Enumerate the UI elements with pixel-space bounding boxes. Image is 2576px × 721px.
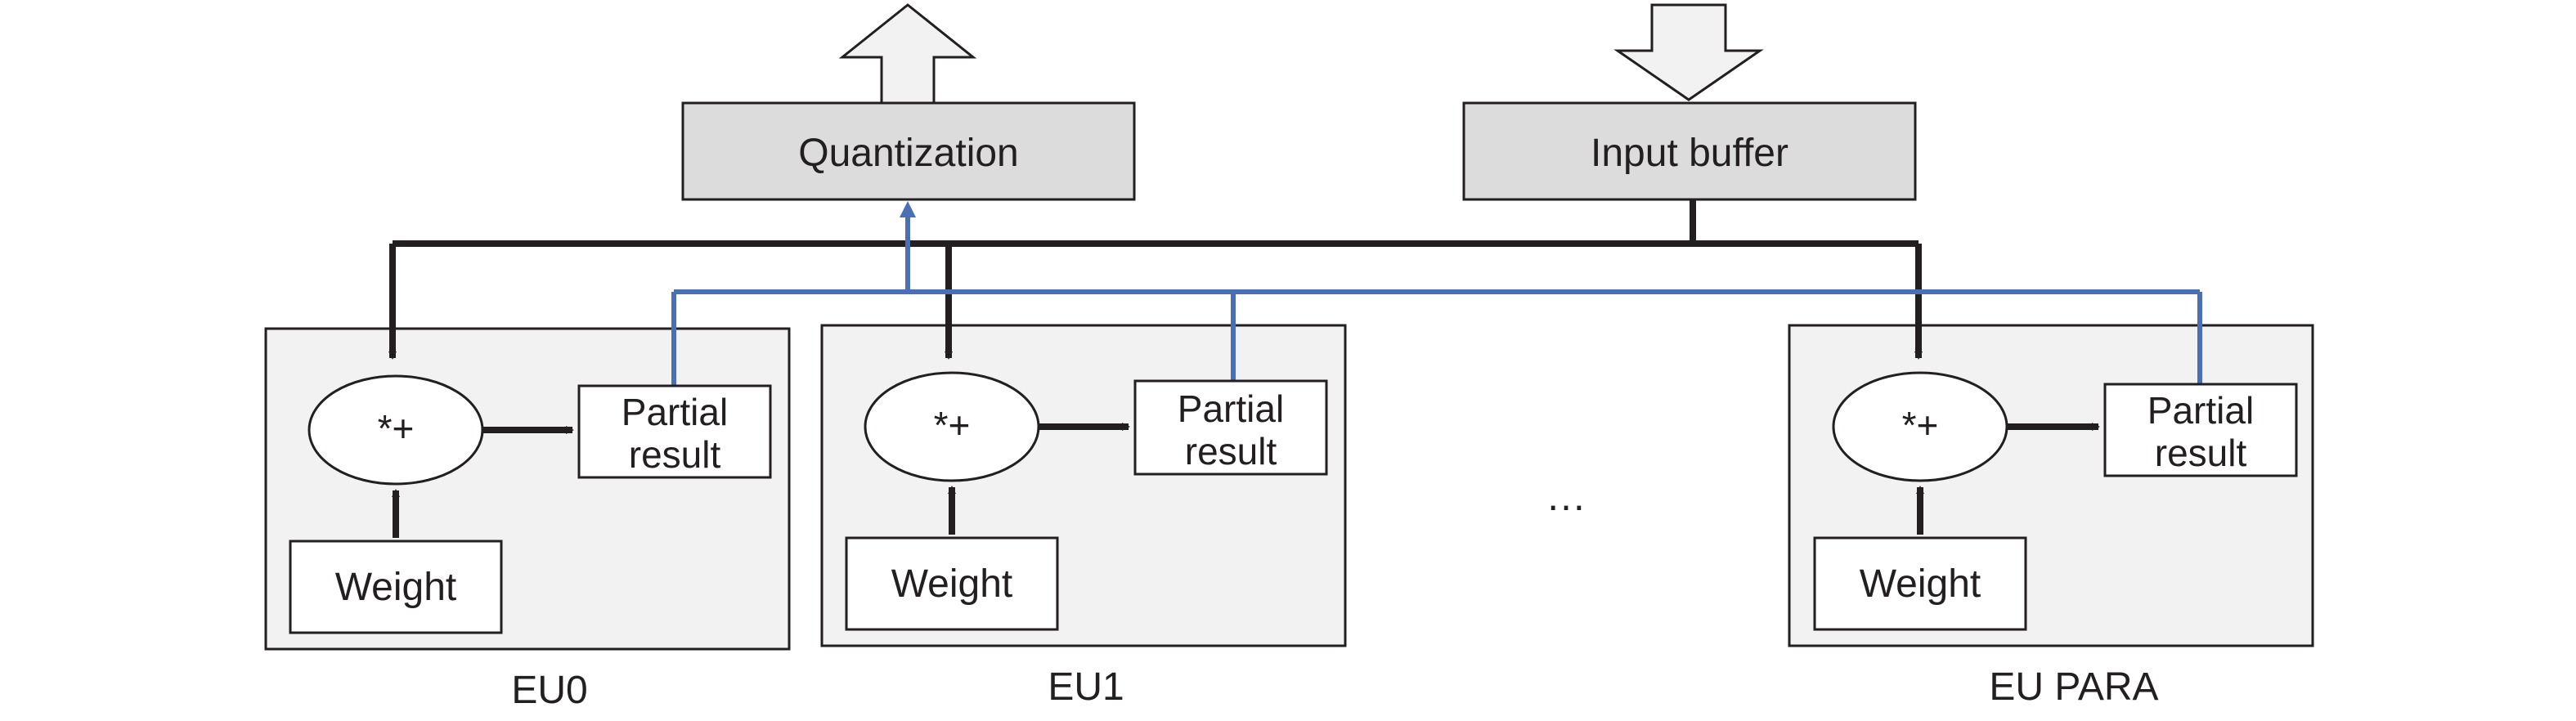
output-arrow-icon [838,3,977,105]
eu0-partial-line2: result [629,433,721,476]
input-buffer-block: Input buffer [1462,101,1917,201]
eu-para-weight: Weight [1813,536,2027,631]
input-broadcast-bus [388,199,1923,360]
eu1-label: EU1 [1048,665,1124,709]
eu-para-partial-result: Partial result [2103,383,2298,477]
eu0-partial-line1: Partial [622,391,728,433]
eu1-op-label: *+ [934,404,971,446]
eu1-partial-result: Partial result [1133,379,1328,476]
input-arrow-icon [1613,3,1764,101]
eu-para-partial-line2: result [2155,432,2247,474]
eu-para-label: EU PARA [1989,665,2158,709]
eu-para-partial-line1: Partial [2147,389,2254,432]
eu0-multiply-accumulate: *+ [307,374,484,486]
eu1-partial-line1: Partial [1178,387,1284,430]
more-units-ellipsis: … [1546,473,1586,519]
eu1-multiply-accumulate: *+ [864,371,1040,482]
quantization-label: Quantization [798,132,1019,175]
eu1-partial-line2: result [1185,430,1277,472]
eu0-op-label: *+ [378,407,415,450]
eu1-weight: Weight [845,536,1059,631]
eu0-label: EU0 [511,669,587,712]
eu-para-op-label: *+ [1902,404,1939,446]
internal-arrows [392,423,2100,538]
eu-para-multiply-accumulate: *+ [1832,371,2008,482]
eu-para-weight-label: Weight [1860,562,1981,606]
quantization-block: Quantization [681,101,1136,201]
eu0-weight-label: Weight [335,566,457,609]
eu0-weight: Weight [289,540,503,634]
result-bus [671,214,2202,387]
input-buffer-label: Input buffer [1591,132,1788,175]
result-arrowhead-icon [900,201,916,217]
eu0-partial-result: Partial result [577,384,772,479]
eu1-weight-label: Weight [891,562,1013,606]
